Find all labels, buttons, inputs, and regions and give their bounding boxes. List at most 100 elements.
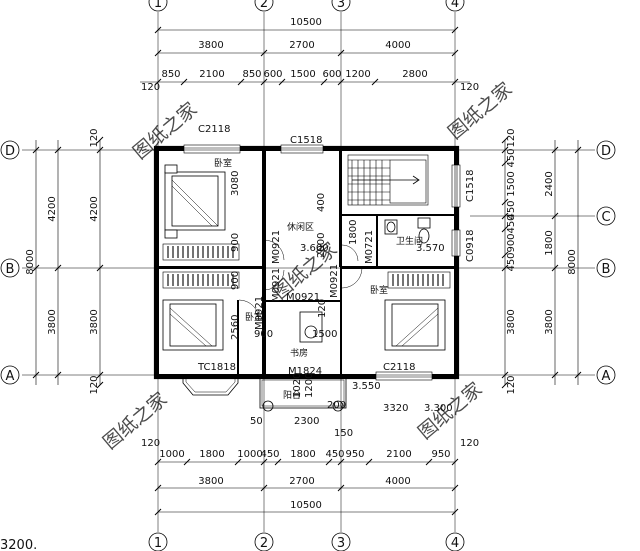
dim-150: 150 (334, 428, 353, 439)
dim-top2-8: 2800 (402, 69, 427, 80)
door-swings (238, 239, 363, 321)
code-m0921-d: M0921 (329, 264, 340, 298)
code-c2118-bottom: C2118 (383, 362, 415, 373)
watermark-4: 图纸之家 (99, 388, 171, 454)
dim-400: 400 (316, 193, 327, 212)
room-study: 书房 (290, 347, 308, 359)
room-labels: 卧室 卧室 卧室 休闲区 卫生间 书房 阳台 (214, 157, 423, 401)
dim-1500: 1500 (312, 329, 337, 340)
dim-overall-top: 10500 (290, 17, 322, 28)
room-bedroom-sw: 卧室 (245, 311, 263, 323)
room-bedroom-se: 卧室 (370, 284, 388, 296)
dim-200: 200 (327, 400, 346, 411)
dim-right-inner-7: 450 (506, 252, 517, 271)
dimension-texts: 10500 3800 2700 4000 850 2100 850 600 15… (159, 17, 450, 511)
room-lounge: 休闲区 (287, 221, 314, 233)
dim-top-2: 2700 (289, 40, 314, 51)
dim-top2-2: 2100 (199, 69, 224, 80)
axis-col-3-top: 3 (337, 0, 345, 11)
dim-bottom2-3: 4000 (385, 476, 410, 487)
dim-top2-4: 600 (263, 69, 282, 80)
dim-right-outer-2: 1800 (544, 230, 555, 255)
caption: 3200. (0, 538, 37, 551)
bed-sw (162, 299, 224, 351)
level-3570: 3.570 (416, 243, 445, 254)
axis-row-b-right: B (602, 262, 611, 277)
room-bathroom: 卫生间 (396, 235, 423, 247)
dim-3080: 3080 (230, 171, 241, 196)
dim-right-outer-3: 3800 (544, 309, 555, 334)
bed-nw (164, 164, 226, 239)
dim-1020: 1020 (292, 373, 303, 398)
code-m0721: M0721 (364, 230, 375, 264)
axis-labels: 1 2 3 4 1 2 3 4 D B A D C B A (5, 0, 611, 551)
level-3600: 3.600 (300, 243, 329, 254)
axis-row-a-right: A (602, 369, 611, 384)
axis-row-c-right: C (601, 210, 610, 225)
dim-bottom-2: 1800 (199, 449, 224, 460)
dim-1200: 1200 (304, 373, 315, 398)
axis-row-d-left: D (5, 144, 15, 159)
dim-right-inner-3: 1500 (506, 171, 517, 196)
dim-right-outer-1: 2400 (544, 171, 555, 196)
dim-right-inner-9: 120 (506, 375, 517, 394)
dim-900-c: 900 (254, 329, 273, 340)
dim-bottom-6: 450 (325, 449, 344, 460)
dim-2560: 2560 (230, 315, 241, 340)
code-c1518-right: C1518 (465, 170, 476, 202)
code-m0921-c: M0921 (286, 292, 320, 303)
dim-1800: 1800 (348, 220, 359, 245)
dim-900-b: 900 (230, 271, 241, 290)
axis-col-2-bottom: 2 (260, 536, 268, 551)
dim-right-inner-5: 450 (506, 214, 517, 233)
dim-right-inner-8: 3800 (506, 309, 517, 334)
axis-row-a-left: A (6, 369, 15, 384)
dim-right-inner-2: 450 (506, 148, 517, 167)
dim-bottom2-1: 3800 (198, 476, 223, 487)
dim-right-inner-4: 450 (506, 200, 517, 219)
dim-overall-bottom: 10500 (290, 500, 322, 511)
dim-120-e: 120 (317, 299, 328, 318)
axis-row-d-right: D (601, 144, 611, 159)
bed-se (384, 299, 446, 351)
code-m0921-b: M0921 (271, 268, 282, 302)
dim-left-inner-2: 4200 (89, 196, 100, 221)
element-codes: C2118 C1518 C1518 C0918 C2118 TC1818 M18… (197, 124, 476, 377)
dim-left-outer-1: 4200 (47, 196, 58, 221)
code-c1518-top: C1518 (290, 135, 322, 146)
dim-bottom-9: 950 (431, 449, 450, 460)
axis-col-1-bottom: 1 (154, 536, 162, 551)
dim-2300: 2300 (294, 416, 319, 427)
dim-misc-120-c: 120 (141, 438, 160, 449)
dim-50: 50 (250, 416, 263, 427)
bay-window (182, 377, 239, 396)
dim-bottom2-2: 2700 (289, 476, 314, 487)
dim-bottom-4: 450 (260, 449, 279, 460)
dim-bottom-3: 1000 (237, 449, 262, 460)
dim-2000: 2000 (316, 233, 327, 258)
room-bedroom-nw: 卧室 (214, 157, 232, 169)
bathroom-fixtures (299, 217, 431, 343)
dim-left-outer-2: 3800 (47, 309, 58, 334)
level-3550: 3.550 (352, 381, 381, 392)
code-c2118-top: C2118 (198, 124, 230, 135)
axis-col-4-top: 4 (451, 0, 459, 11)
dim-top2-3: 850 (242, 69, 261, 80)
axis-col-1-top: 1 (154, 0, 162, 11)
dim-top2-7: 1200 (345, 69, 370, 80)
dim-900-a: 900 (230, 233, 241, 252)
dim-bottom-7: 950 (345, 449, 364, 460)
dim-left-overall: 8000 (25, 249, 36, 274)
dim-3320: 3320 (383, 403, 408, 414)
code-c0918: C0918 (465, 230, 476, 262)
dim-left-inner-1: 120 (89, 128, 100, 147)
axis-col-4-bottom: 4 (451, 536, 459, 551)
axis-col-2-top: 2 (260, 0, 268, 11)
balcony (259, 377, 347, 412)
dim-misc-120-b: 120 (460, 82, 479, 93)
watermark-1: 图纸之家 (129, 98, 201, 164)
dim-right-inner-6: 900 (506, 233, 517, 252)
dimension-lines (32, 26, 582, 516)
dim-top2-6: 600 (322, 69, 341, 80)
dim-top2-5: 1500 (290, 69, 315, 80)
